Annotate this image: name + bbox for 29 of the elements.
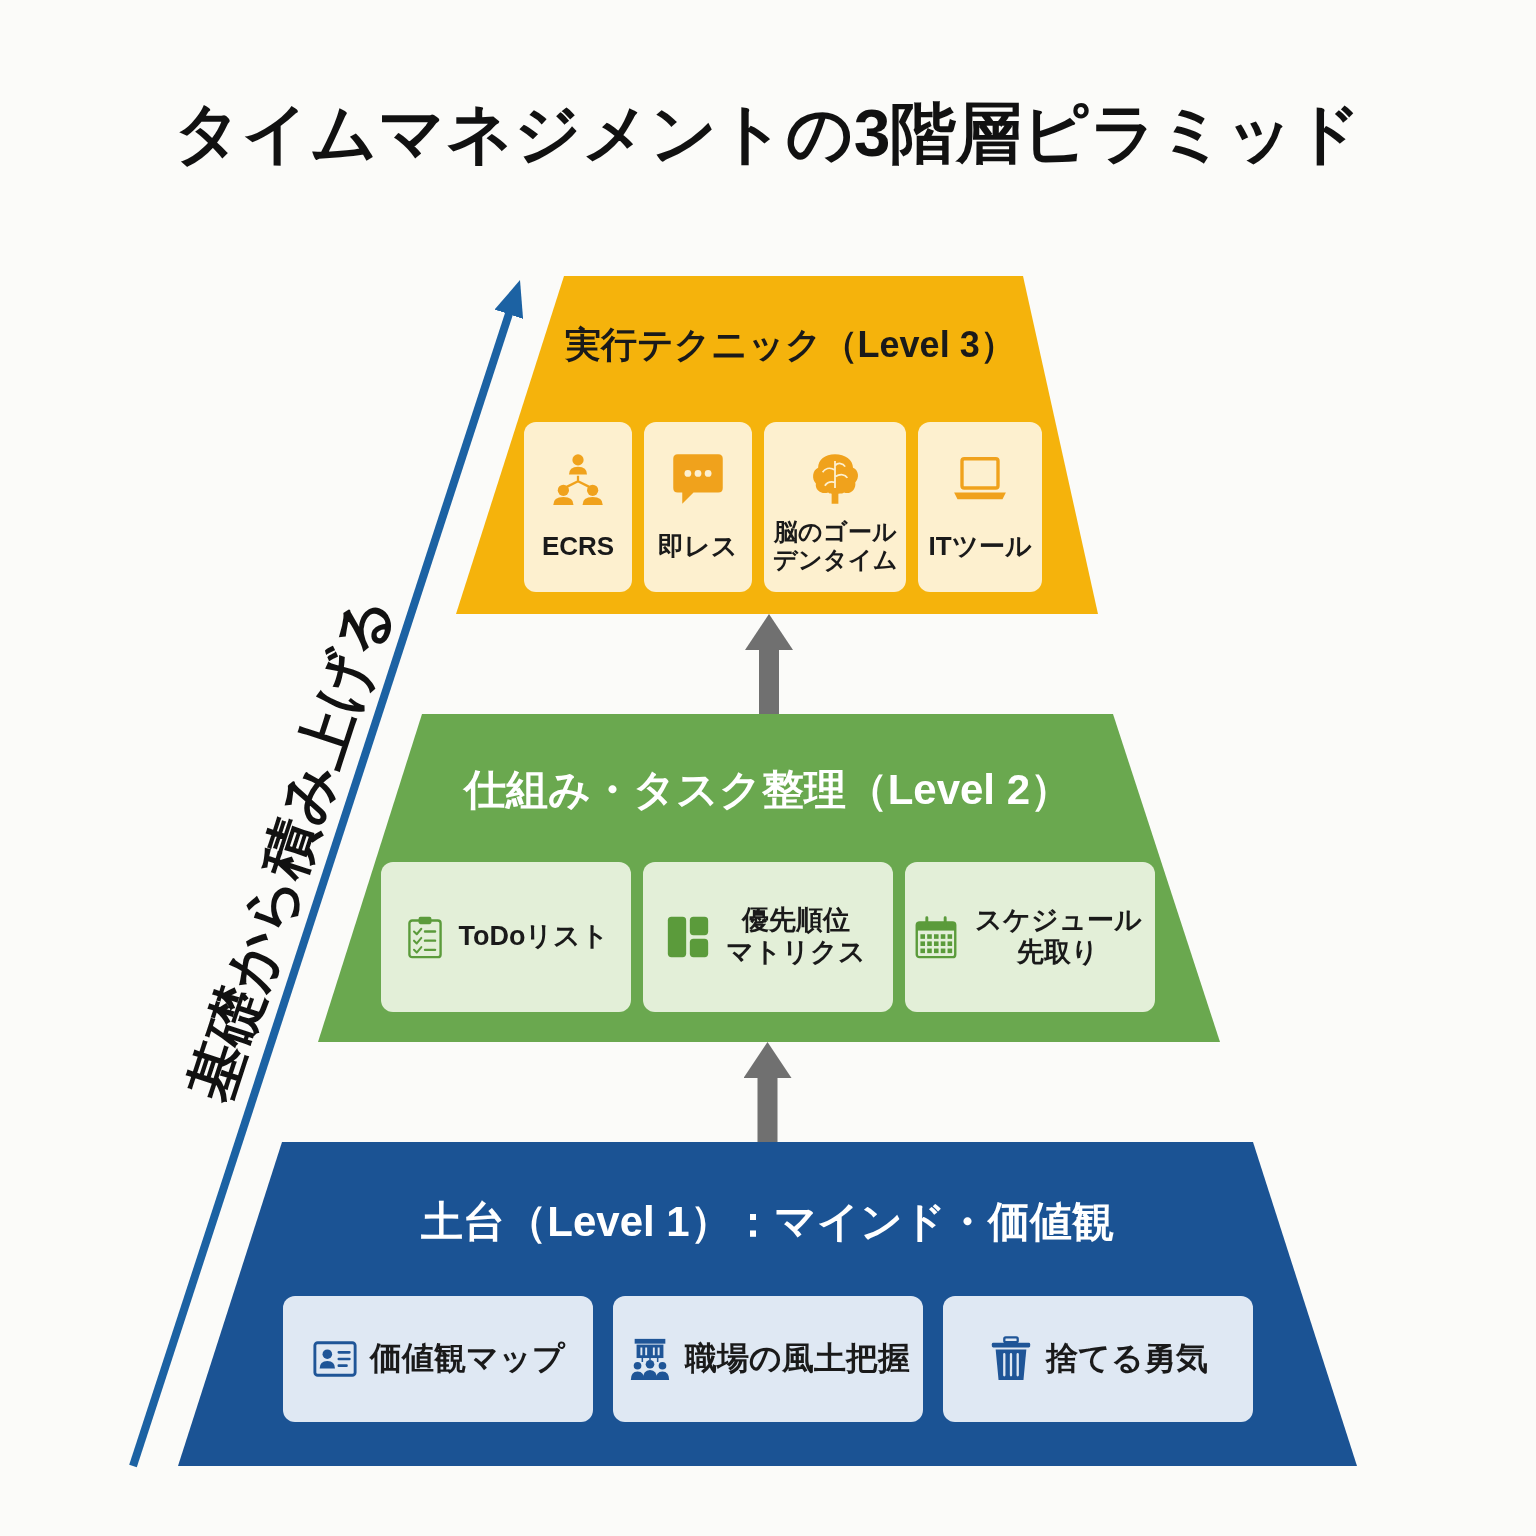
title: タイムマネジメントの3階層ピラミッド — [173, 96, 1363, 172]
item-card — [643, 862, 893, 1012]
card-label: 即レス — [658, 530, 738, 562]
item-card — [905, 862, 1155, 1012]
item-card — [381, 862, 631, 1012]
card-label: ToDoリスト — [458, 921, 610, 953]
item-card — [613, 1296, 923, 1422]
block-arrow — [743, 1042, 792, 1142]
item-card — [524, 422, 632, 592]
item-card — [283, 1296, 593, 1422]
direction-label: 基礎から積み上げる — [177, 587, 403, 1109]
item-card — [764, 422, 906, 592]
card-label: 捨てる勇気 — [1046, 1340, 1208, 1378]
card-label: 優先順位マトリクス — [725, 905, 867, 969]
card-label: 職場の風土把握 — [684, 1340, 910, 1378]
tier-title: 実行テクニック（Level 3） — [564, 324, 1016, 366]
block-arrow — [745, 614, 793, 714]
tier-title: 土台（Level 1）：マインド・価値観 — [421, 1197, 1114, 1247]
card-label: スケジュール先取り — [973, 905, 1143, 969]
item-card — [918, 422, 1042, 592]
item-card — [943, 1296, 1253, 1422]
card-label: 価値観マップ — [369, 1340, 565, 1378]
pyramid-tier — [178, 1142, 1357, 1466]
item-card — [644, 422, 752, 592]
card-label: ECRS — [541, 530, 615, 562]
card-label: ITツール — [928, 530, 1032, 562]
card-label: 脳のゴールデンタイム — [771, 517, 899, 575]
pyramid-tier — [456, 276, 1098, 614]
tier-title: 仕組み・タスク整理（Level 2） — [463, 765, 1073, 815]
